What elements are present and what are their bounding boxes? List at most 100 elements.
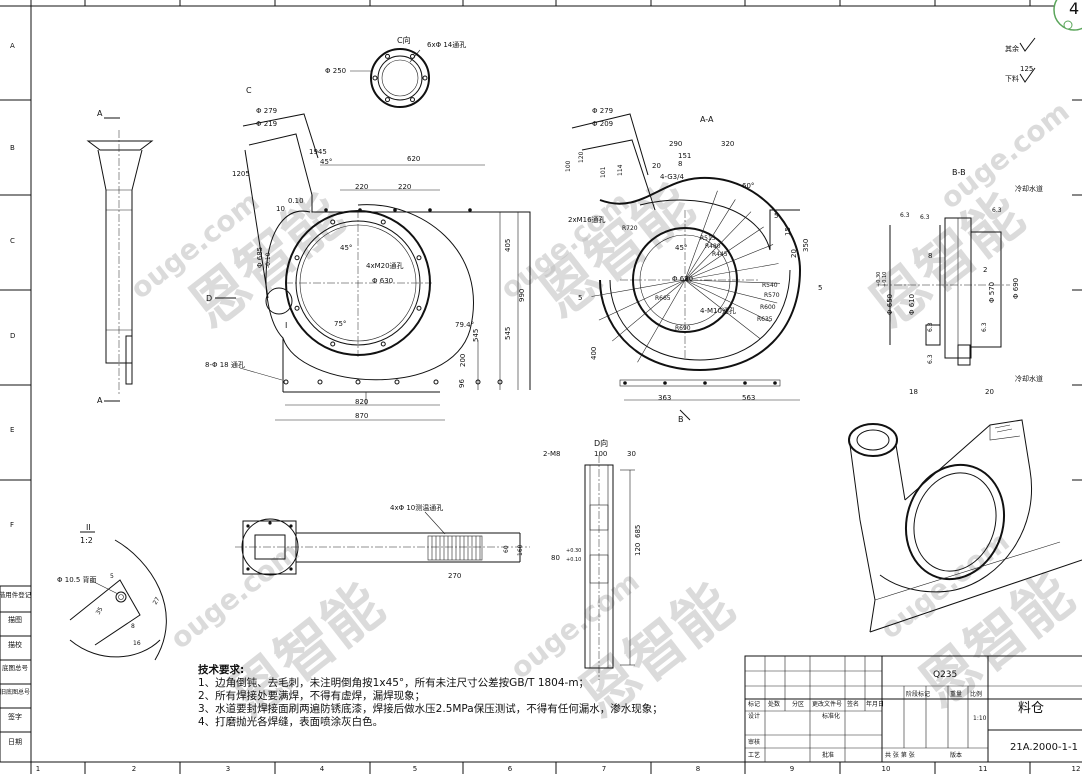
tb-weight-label: 重量 [950, 690, 962, 698]
tb-drawing-no: 21A.2000-1-1 [1010, 742, 1078, 753]
left-label-extra: 旧底图总号 [0, 688, 30, 696]
watermark-layer: 恩智能 恩智能 恩智能 恩智能 恩智能 恩智能 ouge.com ouge.co… [124, 95, 1082, 731]
front-d-label: D [206, 294, 212, 303]
bolt-hole [358, 208, 362, 212]
row-letter: F [10, 521, 14, 529]
plan-note: 4xΦ 10测温通孔 [390, 503, 443, 512]
page-badge[interactable]: 4 [1053, 0, 1082, 31]
bb-rough-b: 6.3 [920, 214, 930, 221]
front-dim-t10: 10 [276, 205, 285, 213]
tb-head-1: 处数 [768, 700, 780, 708]
section-aa-view: A-A Φ 279 Φ 209 290 320 151 8 20 4-G3/4 … [565, 107, 822, 424]
aa-dim-5: 5 [774, 212, 778, 220]
section-bb-view: B-B 6.3 6.3 6.3 6.3 6.3 6.3 冷却水道 冷却水道 Φ … [876, 168, 1043, 396]
front-dim-545b: 545 [472, 329, 480, 342]
aa-dim-v120: 120 [578, 151, 585, 163]
tb-stage-label: 阶段标记 [906, 690, 930, 698]
column-number: 12 [1072, 765, 1081, 773]
bb-rough-f: 6.3 [927, 354, 934, 364]
aa-dim-v100: 100 [565, 160, 572, 172]
aa-dim-ang60: 60° [742, 182, 754, 190]
notes-line-3: 3、水道要封焊接面刷两遍防锈底漆，焊接后做水压2.5MPa保压测试，不得有任何漏… [198, 702, 663, 715]
bolt-hole [393, 208, 397, 212]
bolt-hole [330, 341, 336, 347]
d-view-tol1: +0.30 [566, 548, 581, 554]
bb-cooling-top: 冷却水道 [1015, 184, 1043, 193]
detail-v16: 16 [133, 640, 141, 647]
front-dim-d219: Φ 219 [256, 120, 277, 128]
detail-id: II [86, 523, 91, 532]
bolt-hole [317, 379, 323, 385]
bolt-hole [385, 53, 390, 59]
bolt-hole [773, 381, 777, 385]
front-dim-220b: 220 [398, 183, 411, 191]
front-dim-holes8: 8-Φ 18 通孔 [205, 360, 245, 369]
detail-d105: Φ 10.5 背面 [57, 575, 97, 584]
aa-dim-d279: Φ 279 [592, 107, 613, 115]
plan-dim-270: 270 [448, 572, 461, 580]
left-label-2: 描校 [8, 640, 22, 649]
d-view-w30: 30 [627, 450, 636, 458]
left-label-0: 借用件登记 [0, 590, 32, 599]
tb-head-2: 分区 [792, 700, 804, 708]
aa-dim-r4: R540 [762, 282, 778, 289]
aa-dim-20: 20 [652, 162, 661, 170]
aa-dim-m10: 4-M10通孔 [700, 306, 736, 315]
side-view-section-mark-bottom: A [97, 396, 103, 405]
bolt-hole [283, 379, 289, 385]
left-label-4: 签字 [8, 712, 22, 721]
row-letter: B [10, 144, 15, 152]
aa-dim-290: 290 [669, 140, 682, 148]
bolt-hole [268, 521, 272, 525]
roughness-symbols: 其余 125 下料 [1005, 37, 1036, 83]
tb-head-5: 年月日 [866, 700, 884, 708]
bb-tol2: +0.10 [882, 272, 888, 287]
bb-rough-e: 6.3 [981, 322, 988, 332]
column-number: 5 [413, 765, 417, 773]
tb-approve: 批准 [822, 751, 834, 759]
technical-requirements: 技术要求: 1、边角倒钝、去毛刺，未注明倒角按1x45°，所有未注尺寸公差按GB… [198, 663, 663, 728]
front-dim-ang45b: 45° [340, 244, 352, 252]
roughness-machined-label: 其余 [1005, 44, 1019, 53]
bolt-hole [246, 567, 250, 571]
bolt-hole [428, 208, 432, 212]
bolt-hole [394, 379, 400, 385]
section-aa-title: A-A [700, 115, 714, 124]
tb-scale-label: 比例 [970, 690, 982, 698]
d-view: D向 2-M8 100 30 685 120 80 +0.30 +0.10 [543, 438, 642, 680]
row-letter: A [10, 42, 15, 50]
tb-scale: 1:10 [973, 715, 987, 722]
front-dim-ang75: 75° [334, 320, 346, 328]
front-dim-t010: 0.10 [288, 197, 304, 205]
aa-dim-8: 8 [678, 160, 682, 168]
front-dim-820: 820 [355, 398, 368, 406]
column-number: 11 [979, 765, 988, 773]
bolt-hole [433, 379, 439, 385]
aa-dim-v114: 114 [617, 164, 624, 176]
bolt-hole [410, 53, 415, 59]
bolt-hole [355, 379, 361, 385]
aa-dim-r8: R665 [655, 295, 671, 302]
detail-v8: 8 [131, 623, 135, 630]
aa-dim-563: 563 [742, 394, 755, 402]
aa-dim-20b: 20 [790, 249, 798, 258]
d-view-h685: 685 [634, 525, 642, 538]
front-dim-d630: Φ 630 [372, 277, 393, 285]
front-dim-200: 200 [459, 354, 467, 367]
aa-dim-s5b: 5 [818, 284, 822, 292]
bolt-hole [703, 381, 707, 385]
row-letter: D [10, 332, 15, 340]
tb-head-4: 签名 [847, 700, 859, 708]
bolt-hole [289, 524, 293, 528]
aa-dim-r2: R480 [705, 243, 721, 250]
d-view-tol2: +0.10 [566, 557, 581, 563]
notes-line-2: 2、所有焊接处要满焊，不得有虚焊，漏焊现象； [198, 689, 425, 702]
bb-t2: 2 [983, 266, 987, 274]
column-number: 6 [508, 765, 513, 773]
title-block: Q235 料仓 21A.2000-1-1 1:10 标记 处数 分区 更改文件号… [744, 655, 1082, 763]
plan-dim-60: 60 [503, 545, 510, 553]
left-label-5: 日期 [8, 738, 22, 746]
front-dim-ang45: 45° [320, 158, 332, 166]
bolt-hole [294, 255, 300, 261]
